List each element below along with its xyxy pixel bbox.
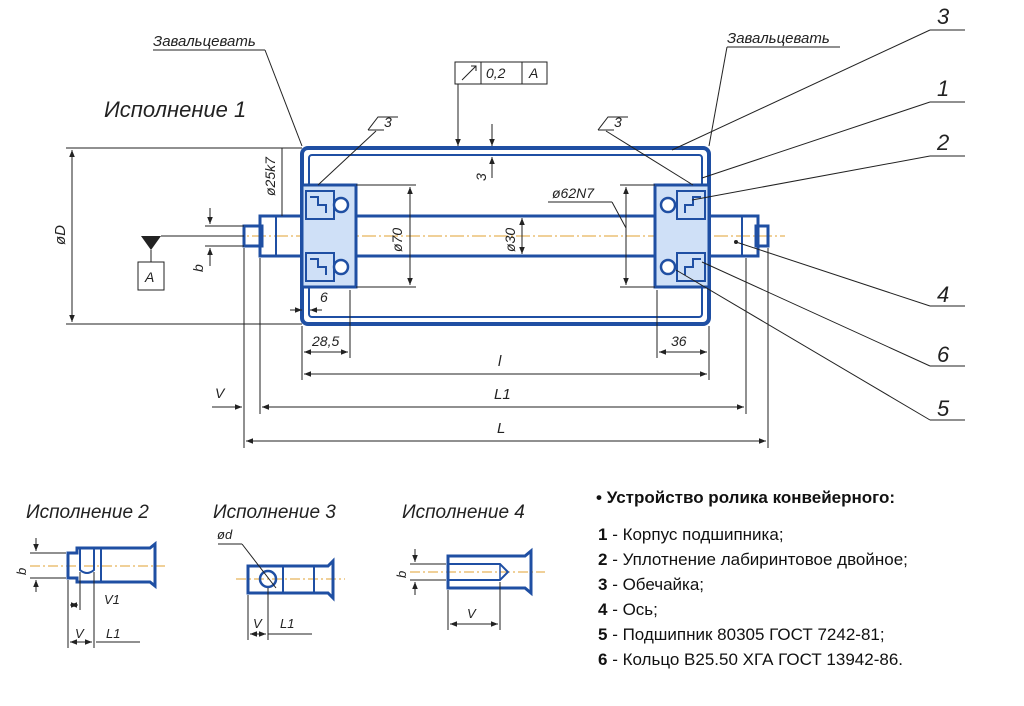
dim-l: l xyxy=(498,353,502,370)
axle xyxy=(242,214,770,258)
legend-item: 3 - Обечайка; xyxy=(598,575,705,594)
variant-2-b: b xyxy=(14,568,29,575)
legend-item: 5 - Подшипник 80305 ГОСТ 7242-81; xyxy=(598,625,885,644)
variant-3-d: ød xyxy=(217,527,233,542)
main-view-title: Исполнение 1 xyxy=(104,97,246,122)
tolerance-datum: A xyxy=(528,65,538,81)
legend-item: 4 - Ось; xyxy=(598,600,658,619)
dim-b: b xyxy=(190,264,206,272)
main-view: Исполнение 1 xyxy=(52,4,965,448)
variant-3: Исполнение 3 ød V L1 xyxy=(213,502,345,640)
variant-2: Исполнение 2 b V1 V L1 xyxy=(14,502,165,648)
legend-item: 6 - Кольцо В25.50 ХГА ГОСТ 13942-86. xyxy=(598,650,903,669)
dim-shell-thickness: 3 xyxy=(473,173,489,181)
dim-axle-d: ø30 xyxy=(502,228,518,252)
dim-width-6: 6 xyxy=(320,289,328,305)
legend-title: • Устройство ролика конвейерного: xyxy=(596,488,896,507)
variant-3-V: V xyxy=(253,616,263,631)
tolerance-value: 0,2 xyxy=(486,65,506,81)
callout-3: 3 xyxy=(937,4,950,29)
roughness-right-icon xyxy=(597,116,628,131)
variant-4-title: Исполнение 4 xyxy=(402,502,525,523)
callout-5: 5 xyxy=(937,396,950,421)
dim-right-offset: 36 xyxy=(671,333,687,349)
datum-label: A xyxy=(144,269,154,285)
legend-item: 2 - Уплотнение лабиринтовое двойное; xyxy=(598,550,908,569)
bearing-right xyxy=(653,183,711,289)
callout-6: 6 xyxy=(937,342,950,367)
bearing-left xyxy=(300,183,358,289)
dim-inner-d: ø70 xyxy=(389,228,405,252)
variant-4-V: V xyxy=(467,606,477,621)
roughness-left: 3 xyxy=(384,114,392,130)
dim-bearing-seat: ø62N7 xyxy=(552,185,595,201)
roughness-left-icon xyxy=(367,116,398,131)
variant-2-V1: V1 xyxy=(104,592,120,607)
variant-3-L1: L1 xyxy=(280,616,294,631)
legend-item: 1 - Корпус подшипника; xyxy=(598,525,784,544)
dim-V: V xyxy=(215,385,226,401)
roll-label-left: Завальцевать xyxy=(153,33,256,50)
callouts: 3 1 2 4 6 5 xyxy=(671,4,965,421)
variant-2-V: V xyxy=(75,626,85,641)
legend: • Устройство ролика конвейерного: 1 - Ко… xyxy=(596,488,1016,672)
variant-3-title: Исполнение 3 xyxy=(213,502,336,523)
callout-2: 2 xyxy=(936,130,949,155)
callout-4: 4 xyxy=(937,282,949,307)
dim-L1: L1 xyxy=(494,386,511,403)
roughness-right: 3 xyxy=(614,114,622,130)
variant-4-b: b xyxy=(394,571,409,578)
variant-2-L1: L1 xyxy=(106,626,120,641)
datum-triangle-icon xyxy=(141,236,161,250)
dim-L: L xyxy=(497,420,505,437)
dim-left-offset: 28,5 xyxy=(311,333,339,349)
variant-2-title: Исполнение 2 xyxy=(26,502,149,523)
tolerance-frame: 0,2 A xyxy=(454,61,548,146)
dim-outer-d: øD xyxy=(52,225,69,245)
variant-4: Исполнение 4 b V xyxy=(394,502,545,630)
roll-label-right: Завальцевать xyxy=(727,30,830,47)
callout-1: 1 xyxy=(937,76,949,101)
dim-bore: ø25k7 xyxy=(262,156,278,196)
